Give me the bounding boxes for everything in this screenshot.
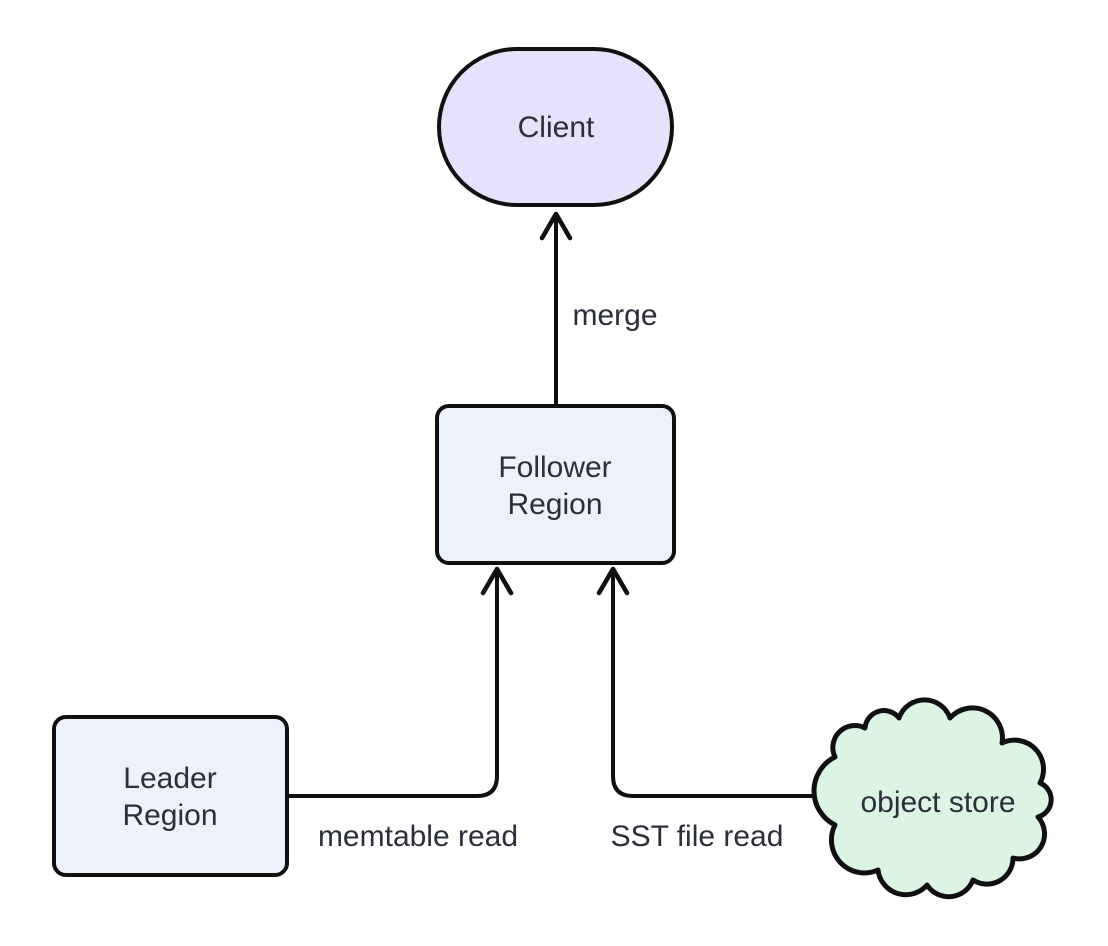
edge-leader-to-follower: [283, 566, 514, 798]
arrow-up-icon: [596, 566, 630, 596]
edge-line-memtable-read: [283, 569, 499, 798]
edge-label-memtable-read: memtable read: [318, 820, 518, 853]
edge-label-sst-file-read: SST file read: [611, 820, 784, 853]
node-leader-region: Leader Region: [52, 715, 289, 877]
follower-region-rect-shape: [435, 404, 676, 565]
cloud-icon: [811, 697, 1054, 900]
edge-label-merge: merge: [572, 299, 657, 332]
follower-region-label-line1: Follower: [498, 451, 611, 484]
edge-follower-to-client: [539, 211, 573, 410]
client-stadium-shape: [437, 47, 674, 207]
arrow-up-icon: [539, 211, 573, 241]
node-object-store: object store: [811, 697, 1054, 900]
object-store-label: object store: [860, 786, 1015, 819]
node-follower-region: Follower Region: [435, 404, 676, 565]
leader-region-rect-shape: [52, 715, 289, 877]
client-label: Client: [518, 111, 595, 144]
follower-region-label-line2: Region: [507, 488, 602, 521]
edge-objectstore-to-follower: [596, 566, 822, 798]
edge-line-sst-file-read: [611, 569, 822, 798]
leader-region-label-line2: Region: [122, 799, 217, 832]
node-client: Client: [437, 47, 674, 207]
leader-region-label-line1: Leader: [123, 762, 216, 795]
arrow-up-icon: [480, 566, 514, 596]
